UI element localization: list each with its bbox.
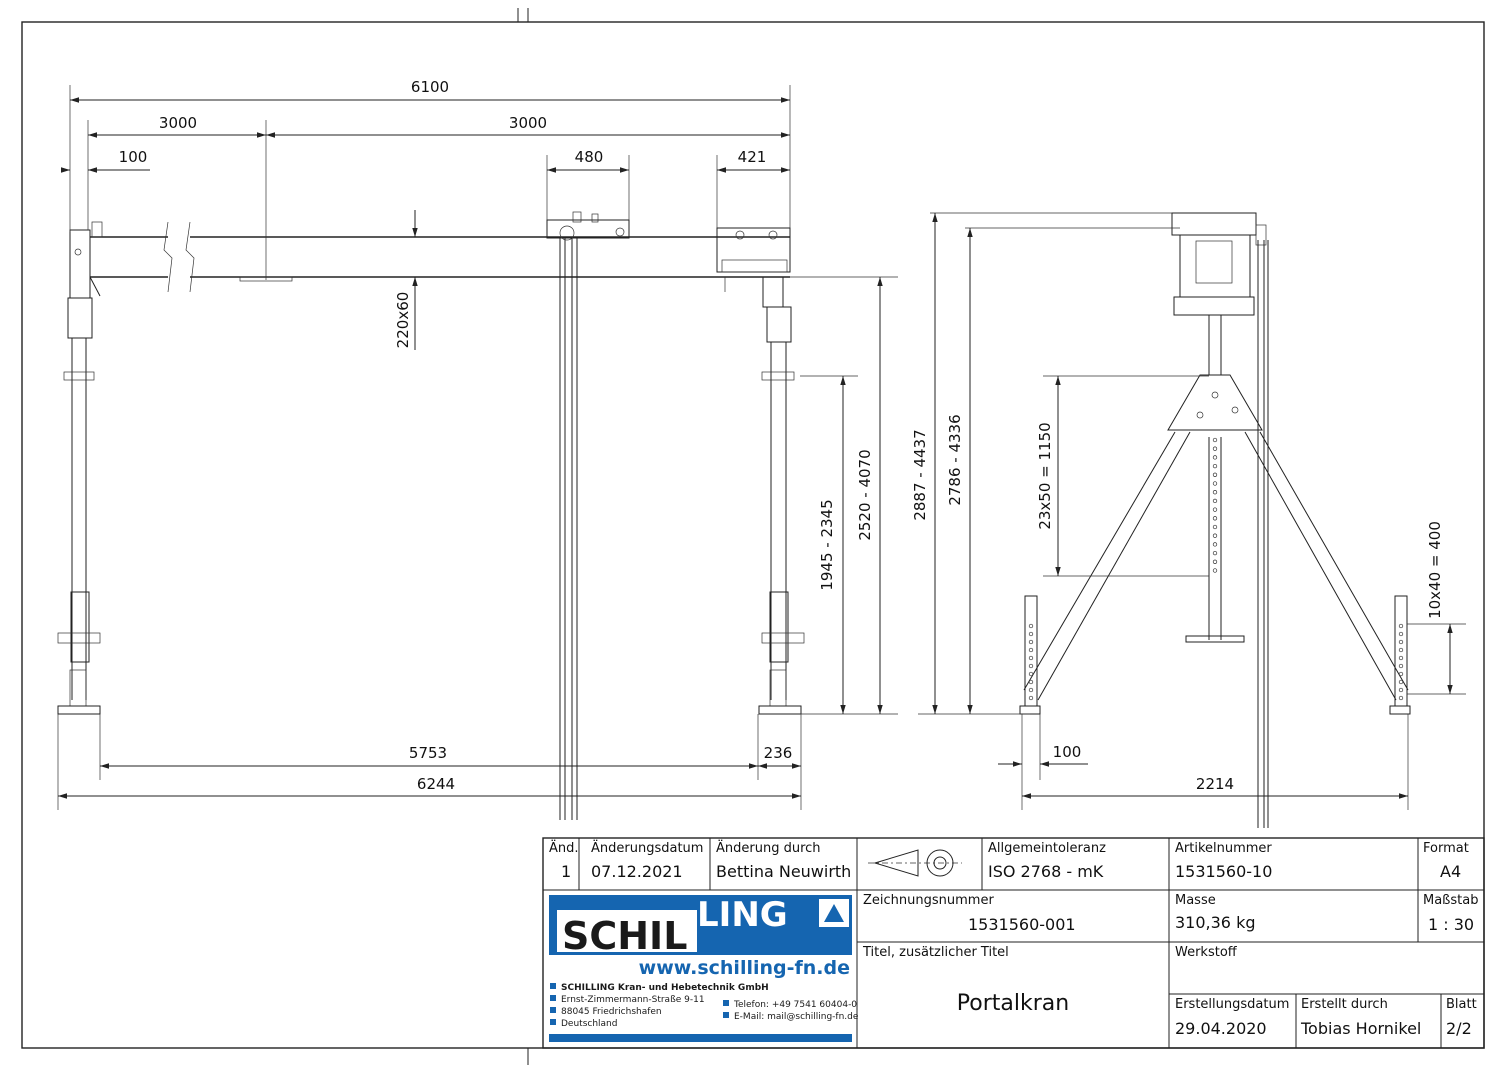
column-hole [1212, 524, 1218, 530]
logo-text-left: SCHIL [562, 914, 687, 958]
leg-hole [1028, 631, 1034, 637]
change-date-value: 07.12.2021 [591, 862, 683, 881]
leg-hole [1028, 679, 1034, 685]
dim-base-span: 5753 [409, 744, 447, 762]
column-hole [1212, 481, 1218, 486]
dim-half-span-right: 3000 [509, 114, 547, 132]
dim-height-range-2: 2520 - 4070 [856, 449, 874, 540]
column-hole [1212, 568, 1218, 573]
leg-hole [1398, 671, 1404, 677]
company-name: SCHILLING Kran- und Hebetechnik GmbH [561, 983, 769, 993]
dim-end-carriage: 421 [738, 148, 767, 166]
leg-hole [1028, 623, 1034, 629]
format-value: A4 [1440, 862, 1461, 881]
drawing-number-label: Zeichnungsnummer [863, 893, 994, 908]
mass-label: Masse [1175, 893, 1216, 908]
dim-side-offset: 100 [1053, 743, 1082, 761]
company-email: E-Mail: mail@schilling-fn.de [734, 1012, 859, 1022]
column-hole [1212, 437, 1218, 443]
created-date-label: Erstellungsdatum [1175, 997, 1289, 1012]
leg-hole [1028, 655, 1034, 661]
changed-by-header: Änderung durch [716, 840, 821, 856]
dim-overall-width-top: 6100 [411, 78, 449, 96]
column-hole [1212, 559, 1218, 564]
column-hole [1212, 472, 1218, 477]
leg-hole [1398, 663, 1404, 669]
dim-side-height-1: 2887 - 4437 [911, 429, 929, 520]
leg-hole [1398, 655, 1404, 661]
mass-value: 310,36 kg [1175, 913, 1256, 932]
title-value: Portalkran [957, 991, 1069, 1016]
created-by-value: Tobias Hornikel [1300, 1019, 1421, 1038]
sheet-label: Blatt [1446, 997, 1477, 1012]
company-country: Deutschland [561, 1019, 617, 1029]
leg-hole [1398, 647, 1404, 653]
leg-hole [1398, 687, 1404, 693]
column-hole [1212, 507, 1218, 512]
sheet-value: 2/2 [1446, 1019, 1472, 1038]
column-hole [1212, 516, 1218, 521]
created-date-value: 29.04.2020 [1175, 1019, 1267, 1038]
dim-beam-profile: 220x60 [394, 292, 412, 349]
scale-label: Maßstab [1423, 893, 1478, 908]
column-hole [1212, 542, 1218, 547]
leg-hole [1028, 671, 1034, 677]
rev-value: 1 [561, 862, 571, 881]
leg-hole [1028, 639, 1034, 645]
dim-hole-pattern-leg: 10x40 = 400 [1426, 521, 1444, 619]
leg-hole [1398, 631, 1404, 637]
leg-hole [1028, 695, 1034, 701]
drawing-number-value: 1531560-001 [968, 915, 1076, 934]
leg-hole [1028, 687, 1034, 693]
dim-side-span: 2214 [1196, 775, 1234, 793]
leg-hole [1398, 639, 1404, 645]
column-hole [1212, 550, 1218, 556]
leg-hole [1398, 679, 1404, 685]
column-hole [1212, 446, 1218, 451]
title-label: Titel, zusätzlicher Titel [862, 945, 1009, 960]
column-hole [1212, 463, 1218, 469]
logo-text-right: LING [697, 895, 788, 935]
company-website: www.schilling-fn.de [639, 957, 850, 979]
column-hole [1212, 498, 1218, 504]
company-phone: Telefon: +49 7541 60404-0 [733, 1000, 857, 1010]
leg-hole [1398, 695, 1404, 701]
company-street: Ernst-Zimmermann-Straße 9-11 [561, 995, 705, 1005]
company-city: 88045 Friedrichshafen [561, 1007, 662, 1017]
leg-hole [1028, 663, 1034, 669]
rev-header: Änd. [549, 840, 579, 856]
tolerance-value: ISO 2768 - mK [988, 862, 1104, 881]
title-block [542, 837, 1485, 1049]
dim-height-range-1: 1945 - 2345 [818, 499, 836, 590]
dim-offset-top: 100 [119, 148, 148, 166]
leg-hole [1398, 623, 1404, 629]
created-by-label: Erstellt durch [1301, 997, 1388, 1012]
leg-hole [1028, 647, 1034, 653]
article-label: Artikelnummer [1175, 841, 1272, 856]
front-view [57, 85, 898, 820]
column-hole [1212, 533, 1218, 538]
scale-value: 1 : 30 [1428, 915, 1474, 934]
projection-symbol-icon [926, 849, 954, 877]
dim-half-span-left: 3000 [159, 114, 197, 132]
company-address: SCHILLING Kran- und Hebetechnik GmbH Ern… [550, 983, 859, 1029]
side-view [918, 212, 1466, 828]
dim-hole-pattern-column: 23x50 = 1150 [1036, 422, 1054, 529]
changed-by-value: Bettina Neuwirth [716, 862, 851, 881]
dim-foot-width: 236 [764, 744, 793, 762]
tolerance-label: Allgemeintoleranz [988, 841, 1106, 856]
company-logo [549, 895, 852, 1042]
material-label: Werkstoff [1175, 945, 1238, 960]
format-label: Format [1423, 841, 1469, 856]
article-value: 1531560-10 [1175, 862, 1272, 881]
column-hole [1212, 490, 1218, 495]
dim-overall-width-bottom: 6244 [417, 775, 455, 793]
dim-side-height-2: 2786 - 4336 [946, 414, 964, 505]
dim-trolley-width: 480 [575, 148, 604, 166]
column-hole [1212, 455, 1218, 460]
change-date-header: Änderungsdatum [591, 840, 703, 856]
